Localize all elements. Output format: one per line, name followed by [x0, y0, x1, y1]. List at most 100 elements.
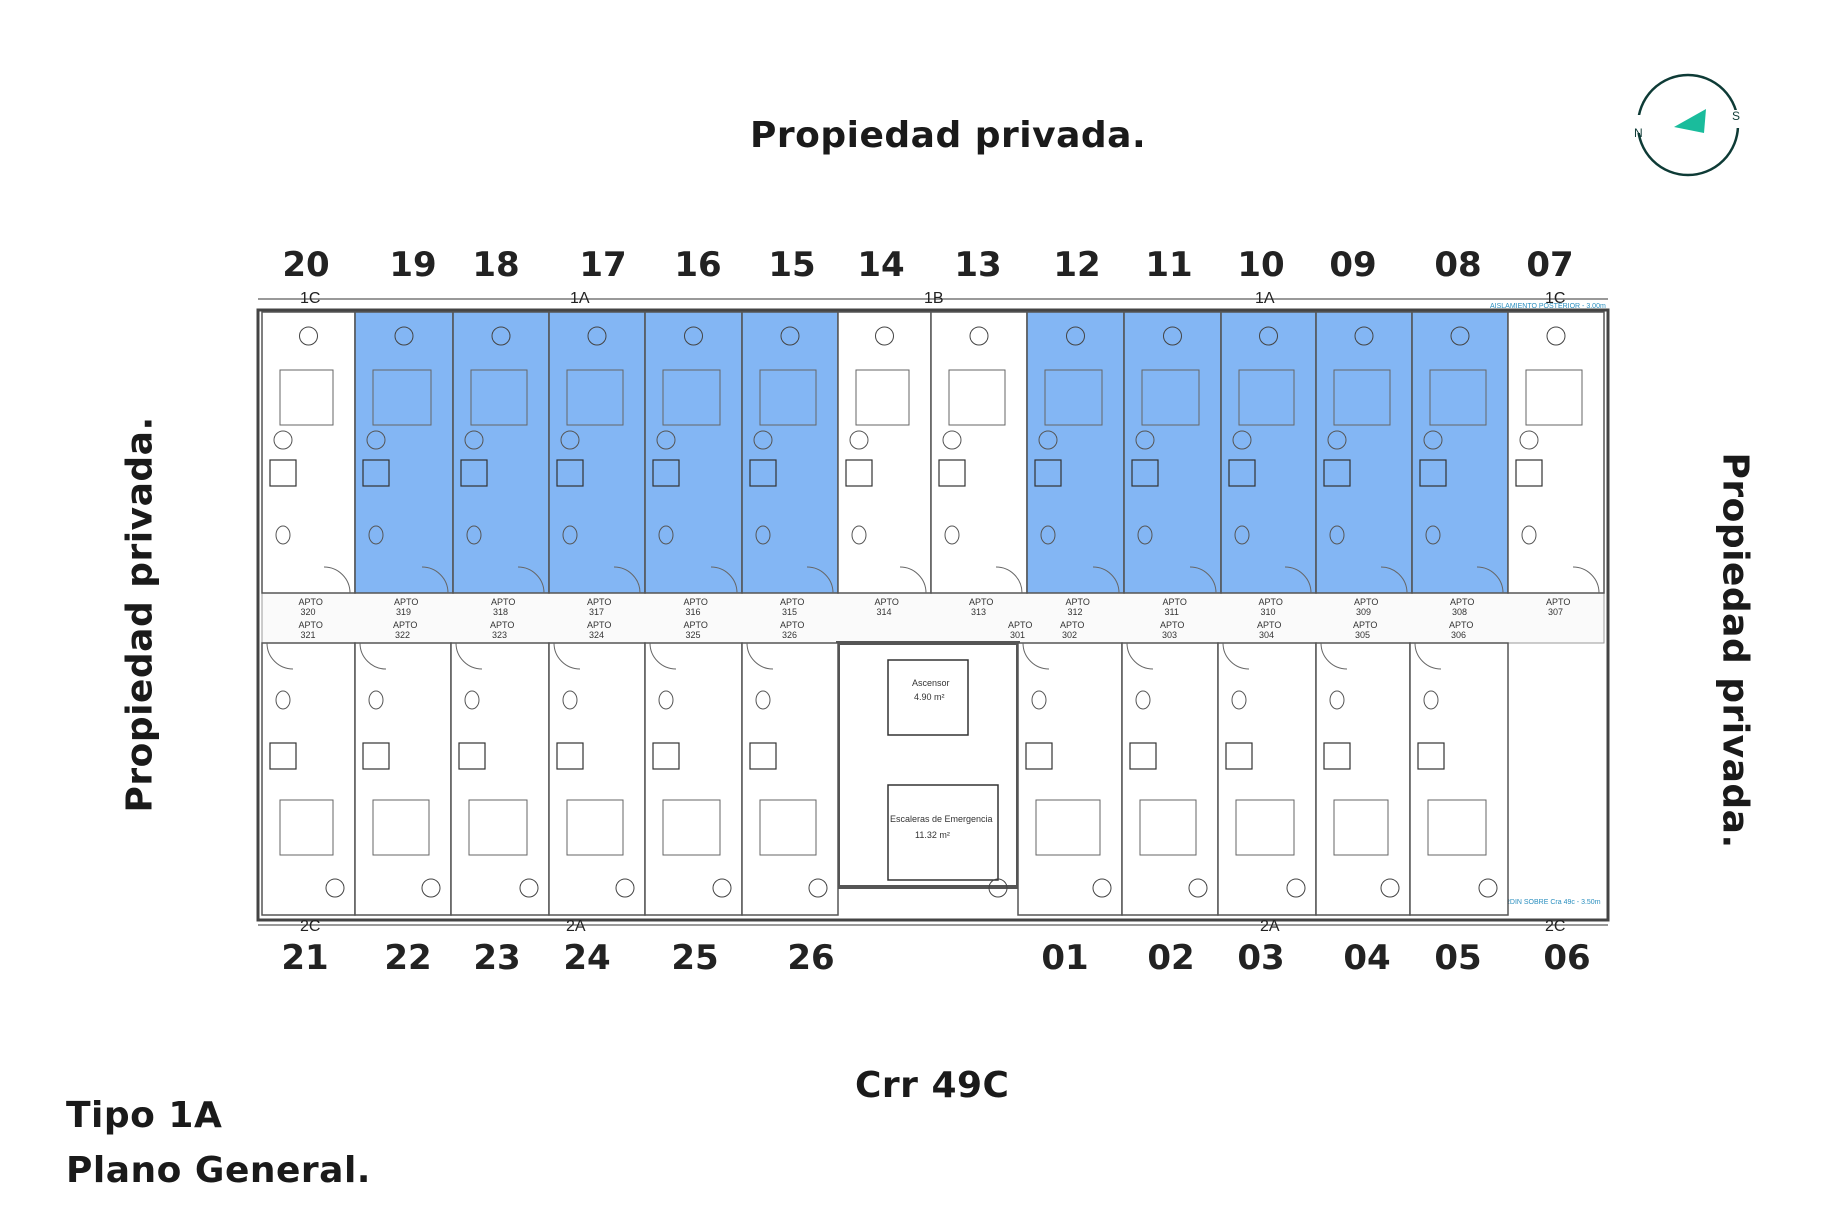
apto-number: 310: [1261, 607, 1276, 617]
unit-number-bottom: 26: [787, 938, 835, 978]
apto-word: APTO: [587, 597, 611, 607]
stairs: [887, 784, 999, 881]
unit-number-top: 18: [472, 245, 520, 285]
apto-word: APTO: [299, 620, 323, 630]
stairs-label: Escaleras de Emergencia: [890, 814, 993, 824]
apto-number: 316: [686, 607, 701, 617]
apto-number: 301: [1010, 630, 1025, 640]
unit-number-top: 12: [1053, 245, 1101, 285]
unit-number-bottom: 04: [1343, 938, 1391, 978]
apto-number: 323: [492, 630, 507, 640]
apto-word: APTO: [587, 620, 611, 630]
unit-number-top: 14: [857, 245, 905, 285]
apto-number: 302: [1062, 630, 1077, 640]
compass-n: N: [1634, 126, 1643, 140]
note-top-right: AISLAMIENTO POSTERIOR - 3.00m: [1490, 303, 1606, 310]
apto-word: APTO: [684, 620, 708, 630]
unit-number-top: 17: [579, 245, 627, 285]
apto-word: APTO: [969, 597, 993, 607]
unit-number-bottom: 25: [671, 938, 719, 978]
apto-word: APTO: [1163, 597, 1187, 607]
plan-type-label: Tipo 1A: [66, 1095, 223, 1136]
apto-word: APTO: [684, 597, 708, 607]
apto-number: 322: [395, 630, 410, 640]
apto-word: APTO: [1066, 597, 1090, 607]
type-label-top: 1B: [924, 290, 944, 307]
apto-word: APTO: [1259, 597, 1283, 607]
apto-number: 305: [1355, 630, 1370, 640]
apto-number: 321: [301, 630, 316, 640]
apto-word: APTO: [1060, 620, 1084, 630]
note-bottom-right: ANTEJARDIN SOBRE Cra 49c - 3.50m: [1478, 899, 1601, 906]
unit-number-top: 15: [768, 245, 816, 285]
apto-number: 304: [1259, 630, 1274, 640]
corridor: [261, 592, 1605, 644]
unit-number-top: 13: [954, 245, 1002, 285]
apto-number: 326: [782, 630, 797, 640]
apto-number: 311: [1165, 607, 1179, 617]
top-property-label: Propiedad privada.: [750, 115, 1147, 156]
elevator-label: Ascensor: [912, 678, 950, 688]
apto-word: APTO: [1354, 597, 1378, 607]
type-label-bottom: 2A: [566, 918, 586, 935]
unit-number-bottom: 22: [384, 938, 432, 978]
apto-word: APTO: [1160, 620, 1184, 630]
stairs-area: 11.32 m²: [915, 830, 950, 840]
unit-number-top: 09: [1329, 245, 1377, 285]
apto-word: APTO: [780, 597, 804, 607]
type-label-top: 1C: [1545, 290, 1565, 307]
unit-number-bottom: 02: [1147, 938, 1195, 978]
compass-arrow: [1674, 109, 1706, 133]
type-label-bottom: 2C: [1545, 918, 1565, 935]
apto-number: 315: [782, 607, 797, 617]
unit-number-bottom: 06: [1543, 938, 1591, 978]
type-label-bottom: 2C: [300, 918, 320, 935]
apto-word: APTO: [1008, 620, 1032, 630]
apto-number: 313: [971, 607, 986, 617]
unit-number-top: 08: [1434, 245, 1482, 285]
apto-word: APTO: [1257, 620, 1281, 630]
apto-word: APTO: [875, 597, 899, 607]
unit-number-top: 10: [1237, 245, 1285, 285]
apto-number: 317: [589, 607, 604, 617]
unit-number-top: 07: [1526, 245, 1574, 285]
unit-number-bottom: 23: [473, 938, 521, 978]
apto-word: APTO: [1546, 597, 1570, 607]
unit-number-bottom: 24: [563, 938, 611, 978]
unit-number-top: 16: [674, 245, 722, 285]
elevator-area: 4.90 m²: [914, 692, 945, 702]
apto-word: APTO: [1353, 620, 1377, 630]
apto-word: APTO: [1449, 620, 1473, 630]
apto-number: 314: [877, 607, 892, 617]
type-label-top: 1A: [1255, 290, 1275, 307]
apto-number: 318: [493, 607, 508, 617]
apto-word: APTO: [299, 597, 323, 607]
elevator: [887, 659, 969, 736]
unit-number-top: 20: [282, 245, 330, 285]
apto-number: 325: [686, 630, 701, 640]
unit-number-top: 19: [389, 245, 437, 285]
apto-word: APTO: [780, 620, 804, 630]
apto-number: 320: [301, 607, 316, 617]
compass-s: S: [1732, 109, 1740, 123]
apto-word: APTO: [393, 620, 417, 630]
apto-word: APTO: [490, 620, 514, 630]
